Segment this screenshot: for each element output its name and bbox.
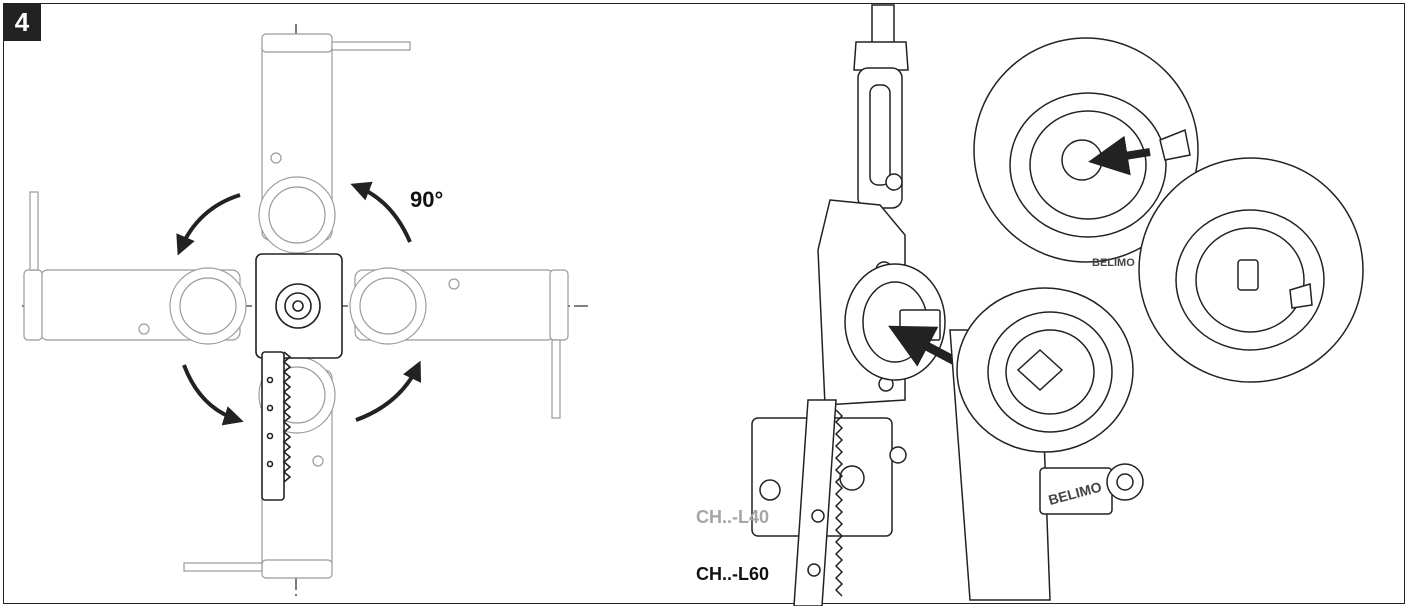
- coupling-socket: [844, 263, 946, 381]
- detail-circle-two: [1138, 157, 1364, 383]
- mounting-bracket: [255, 253, 343, 501]
- brand-label-detail: BELIMO: [1092, 257, 1135, 269]
- rotation-arrow-icon: [176, 181, 422, 426]
- actuator-position-left: [23, 191, 247, 345]
- figure-number-badge: 4: [3, 3, 41, 41]
- actuator-dial-front: BELIMO: [949, 287, 1144, 601]
- variant-label-l60: CH..-L60: [696, 564, 769, 584]
- rotation-diagram: 90°: [22, 24, 590, 600]
- angle-label: 90°: [410, 187, 443, 212]
- figure-frame: [3, 3, 1405, 604]
- spindle-rod: [853, 4, 909, 209]
- mounting-detail: BELIMO BELIMO: [751, 4, 1364, 606]
- detail-circle-one: BELIMO: [973, 37, 1199, 269]
- actuator-position-bottom: [183, 356, 336, 579]
- rack-strip: [793, 399, 844, 606]
- actuator-position-right: [349, 267, 569, 419]
- actuator-position-top: [258, 33, 411, 254]
- variant-label-l40: CH..-L40: [696, 507, 769, 527]
